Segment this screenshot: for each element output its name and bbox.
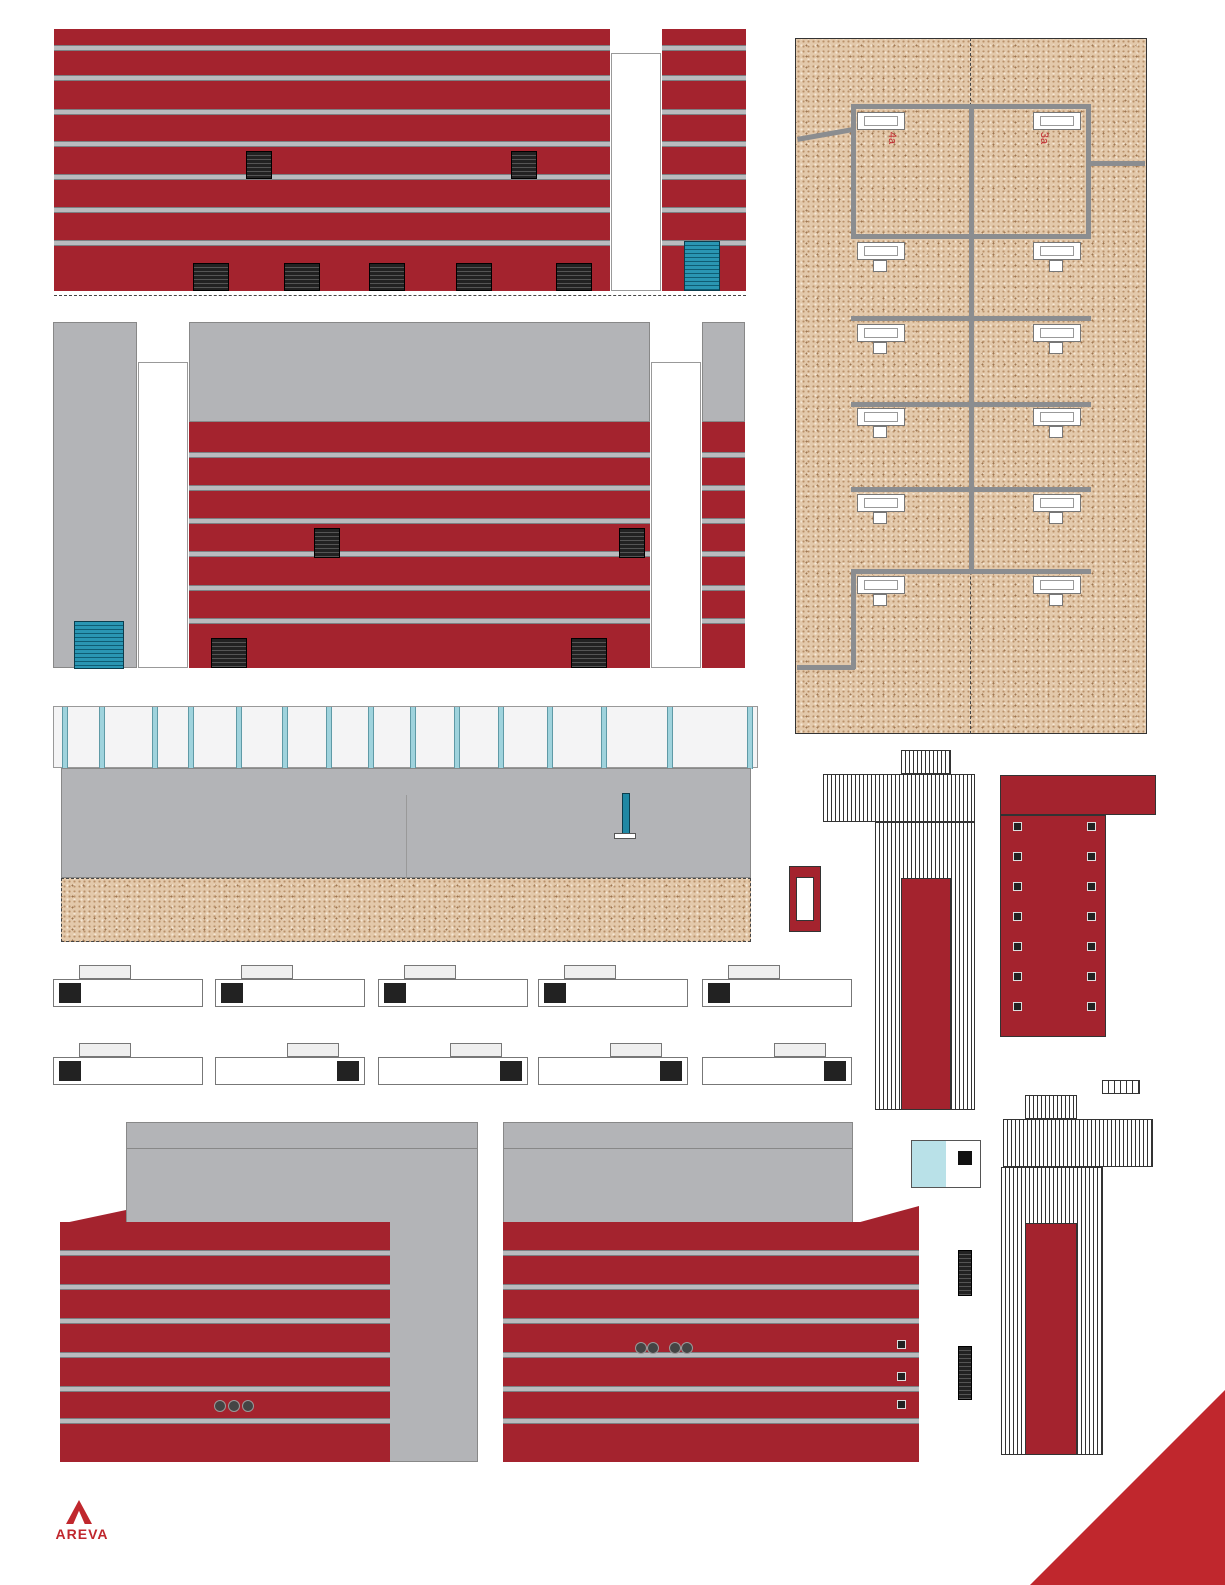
areva-logo: AREVA	[50, 1500, 120, 1544]
facade-panel-bottom-right	[503, 1122, 923, 1472]
unit-net	[378, 1043, 530, 1088]
roof-unit	[857, 408, 905, 438]
roll-up-door	[74, 621, 124, 669]
roof-strip-panel	[53, 706, 758, 954]
facade-side-wall	[662, 29, 746, 291]
roof-label-right: 3a	[1038, 132, 1050, 144]
roof-unit	[1033, 494, 1081, 524]
facade-panel-top	[53, 28, 746, 294]
grey-band	[61, 768, 751, 878]
facade-grey-right	[702, 322, 745, 422]
facade-column	[611, 53, 661, 291]
facade-grey-upper	[189, 322, 650, 422]
vent-grille	[284, 263, 320, 291]
roof-unit	[1033, 576, 1081, 606]
vent-grille	[571, 638, 607, 668]
areva-logo-icon	[66, 1500, 92, 1524]
gravel-band	[61, 878, 751, 942]
roof-unit	[857, 242, 905, 272]
vent-strip	[958, 1250, 972, 1296]
roof-unit	[857, 576, 905, 606]
ladder-icon	[622, 793, 630, 835]
unit-net	[702, 965, 854, 1010]
unit-net	[378, 965, 530, 1010]
ribbed-tower-bottom	[997, 1095, 1157, 1465]
facade-grey-wall-left	[53, 322, 137, 668]
vent-grille	[556, 263, 592, 291]
facade-red-wall	[189, 422, 650, 668]
roof-unit	[1033, 242, 1081, 272]
roof-unit	[857, 324, 905, 354]
red-tower-right	[1000, 775, 1160, 1050]
unit-net	[215, 1043, 367, 1088]
areva-wordmark: AREVA	[50, 1526, 114, 1542]
red-box-piece	[789, 866, 821, 932]
facade-main-wall	[54, 29, 610, 291]
roof-unit	[1033, 324, 1081, 354]
vent-grille	[456, 263, 492, 291]
vent-grille	[511, 151, 537, 179]
roof-label-left: 4a	[886, 132, 898, 144]
facade-column	[138, 362, 188, 668]
roll-up-door	[684, 241, 720, 291]
unit-net	[53, 1043, 205, 1088]
facade-panel-middle	[53, 322, 745, 677]
vent-grille	[193, 263, 229, 291]
vent-grille	[369, 263, 405, 291]
vent-grille	[211, 638, 247, 668]
unit-net	[53, 965, 205, 1010]
roof-unit	[1033, 408, 1081, 438]
glass-band	[53, 706, 758, 768]
facade-red-right	[702, 422, 745, 668]
facade-red-wall	[503, 1222, 919, 1462]
grid-piece	[1102, 1080, 1140, 1094]
vent-strip	[958, 1346, 972, 1400]
unit-net	[538, 965, 690, 1010]
facade-column	[651, 362, 701, 668]
unit-net	[538, 1043, 690, 1088]
unit-net	[215, 965, 367, 1010]
vent-grille	[314, 528, 340, 558]
unit-net	[702, 1043, 854, 1088]
vent-grille	[619, 528, 645, 558]
facade-panel-bottom-left	[60, 1122, 480, 1472]
roof-plan: 4a 3a	[787, 28, 1157, 744]
roof-unit	[857, 494, 905, 524]
facade-red-wall	[60, 1222, 390, 1462]
vent-grille	[246, 151, 272, 179]
